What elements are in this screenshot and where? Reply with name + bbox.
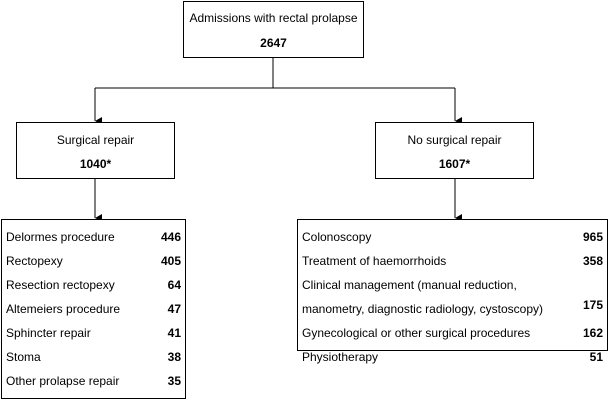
list-item-label: Clinical management (manual reduction, m… <box>302 278 543 316</box>
list-item: Rectopexy 405 <box>2 253 185 277</box>
list-item-label: Rectopexy <box>6 254 63 268</box>
admissions-title: Admissions with rectal prolapse <box>189 11 358 25</box>
list-item: Delormes procedure 446 <box>2 229 185 253</box>
list-item: Sphincter repair 41 <box>2 325 185 349</box>
list-item-value: 47 <box>167 302 181 316</box>
list-item: Other prolapse repair 35 <box>2 373 185 397</box>
list-item-label: Colonoscopy <box>302 230 372 244</box>
list-item-value: 41 <box>167 326 181 340</box>
list-item-label: Treatment of haemorrhoids <box>302 254 447 268</box>
list-item: Resection rectopexy 64 <box>2 277 185 301</box>
non-surgical-management-list: Colonoscopy 965 Treatment of haemorrhoid… <box>297 219 608 364</box>
admissions-box: Admissions with rectal prolapse 2647 <box>183 1 364 58</box>
list-item: Physiotherapy 51 <box>298 349 607 373</box>
no-surgical-repair-box: No surgical repair 1607* <box>375 122 534 179</box>
surgical-repair-box: Surgical repair 1040* <box>16 122 175 179</box>
list-item-value: 405 <box>160 254 181 268</box>
list-item: Treatment of haemorrhoids 358 <box>298 253 607 277</box>
surgical-procedures-list: Delormes procedure 446 Rectopexy 405 Res… <box>1 219 186 399</box>
list-item-value: 38 <box>167 350 181 364</box>
list-item-label: Gynecological or other surgical procedur… <box>302 326 531 340</box>
admissions-count: 2647 <box>260 36 287 50</box>
list-item-value: 358 <box>582 254 603 268</box>
list-item-value: 965 <box>582 230 603 244</box>
list-item: Gynecological or other surgical procedur… <box>298 325 607 349</box>
list-item: Stoma 38 <box>2 349 185 373</box>
list-item-value: 446 <box>160 230 181 244</box>
list-item-label: Sphincter repair <box>6 326 91 340</box>
list-item-value: 162 <box>582 326 603 340</box>
list-item-label: Delormes procedure <box>6 230 115 244</box>
list-item-value: 175 <box>582 298 603 312</box>
no-surgical-repair-count: 1607* <box>438 157 471 171</box>
list-item-value: 51 <box>589 350 603 364</box>
list-item-label: Physiotherapy <box>302 350 379 364</box>
list-item: Clinical management (manual reduction, m… <box>298 277 607 325</box>
list-item-label: Altemeiers procedure <box>6 302 121 316</box>
no-surgical-repair-title: No surgical repair <box>407 133 502 147</box>
surgical-repair-title: Surgical repair <box>56 133 135 147</box>
list-item-value: 64 <box>167 278 181 292</box>
list-item-value: 35 <box>167 374 181 388</box>
list-item-label: Stoma <box>6 350 41 364</box>
list-item-label: Other prolapse repair <box>6 374 120 388</box>
list-item-label: Resection rectopexy <box>6 278 115 292</box>
surgical-repair-count: 1040* <box>79 157 112 171</box>
list-item: Colonoscopy 965 <box>298 229 607 253</box>
list-item: Altemeiers procedure 47 <box>2 301 185 325</box>
